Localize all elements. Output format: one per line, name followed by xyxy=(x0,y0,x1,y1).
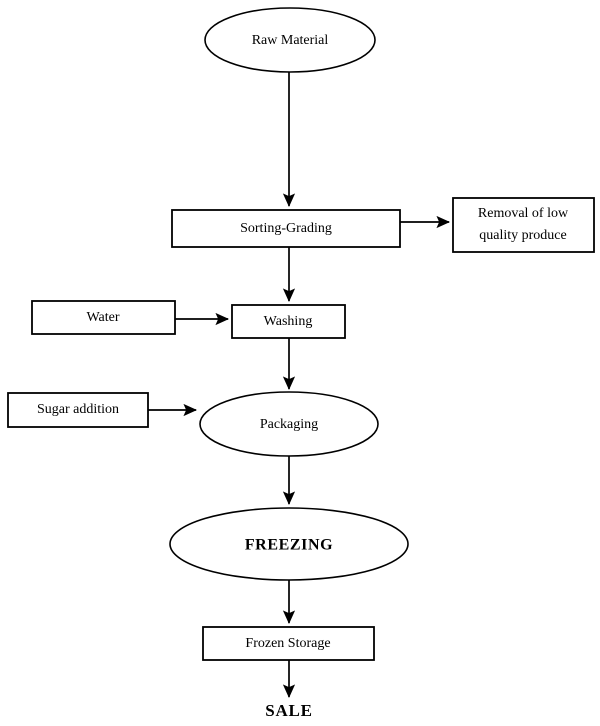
node-packaging-label: Packaging xyxy=(260,417,318,432)
node-washing-label: Washing xyxy=(264,314,313,329)
node-sugar-addition[interactable] xyxy=(7,392,149,428)
node-sorting-grading-label: Sorting-Grading xyxy=(240,221,332,236)
node-packaging[interactable] xyxy=(199,391,379,457)
node-removal-label-line2: quality produce xyxy=(479,228,566,243)
node-water[interactable] xyxy=(31,300,176,335)
node-washing[interactable] xyxy=(231,304,346,339)
node-water-label: Water xyxy=(86,310,119,325)
node-sorting-grading[interactable] xyxy=(171,209,401,248)
node-raw-material[interactable] xyxy=(204,7,376,73)
node-removal-label-line1: Removal of low xyxy=(478,206,569,221)
node-freezing[interactable] xyxy=(169,507,409,581)
node-frozen-storage[interactable] xyxy=(202,626,375,661)
node-sugar-addition-label: Sugar addition xyxy=(37,402,119,417)
node-frozen-storage-label: Frozen Storage xyxy=(245,636,330,651)
node-freezing-label: FREEZING xyxy=(245,537,333,554)
node-raw-material-label: Raw Material xyxy=(252,33,329,48)
node-removal[interactable] xyxy=(452,197,595,253)
node-sale-label: SALE xyxy=(265,701,313,720)
